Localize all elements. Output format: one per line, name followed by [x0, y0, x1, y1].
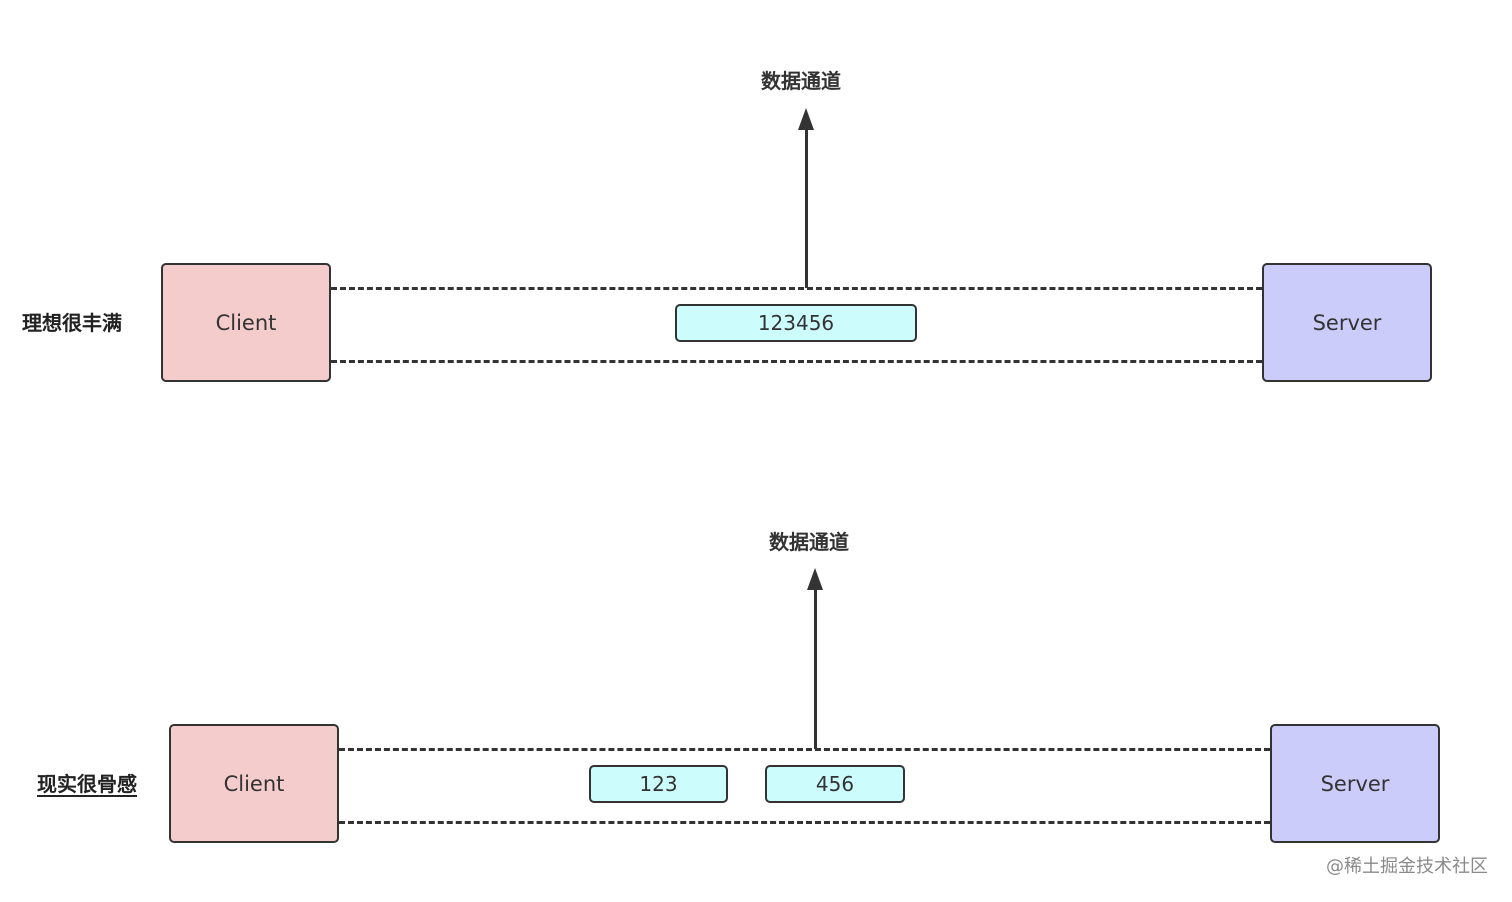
channel-bottom-line: [331, 360, 1262, 363]
row-label-ideal: 理想很丰满: [22, 311, 122, 335]
channel-arrow-shaft: [814, 586, 817, 749]
arrow-up-icon: [807, 568, 823, 590]
channel-top-line: [331, 287, 1262, 290]
channel-bottom-line: [339, 821, 1270, 824]
client-node: Client: [169, 724, 339, 843]
channel-top-line: [339, 748, 1270, 751]
server-node: Server: [1262, 263, 1432, 382]
arrow-up-icon: [798, 108, 814, 130]
data-packet: 456: [765, 765, 905, 803]
data-packet: 123456: [675, 304, 917, 342]
client-node: Client: [161, 263, 331, 382]
channel-label: 数据通道: [761, 69, 841, 93]
data-packet: 123: [589, 765, 728, 803]
watermark: @稀土掘金技术社区: [1326, 856, 1488, 877]
row-label-reality: 现实很骨感: [37, 772, 137, 796]
channel-arrow-shaft: [805, 126, 808, 288]
channel-label: 数据通道: [769, 530, 849, 554]
server-node: Server: [1270, 724, 1440, 843]
